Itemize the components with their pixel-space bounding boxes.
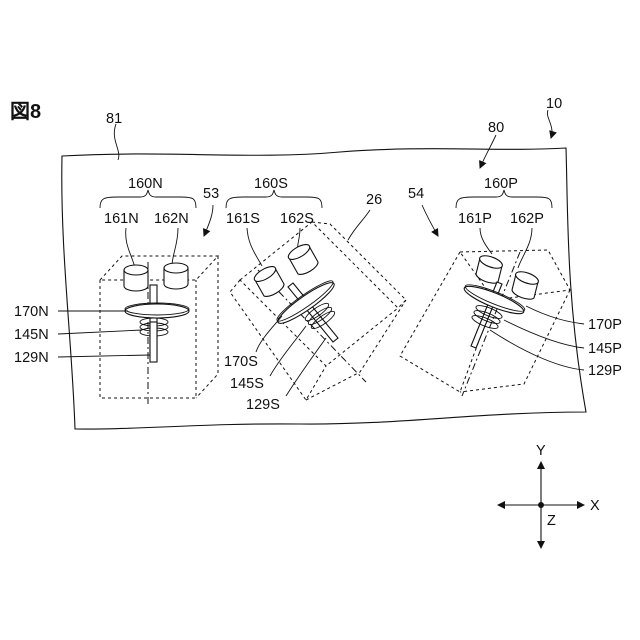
leader-129P [490,330,584,370]
label-161S: 161S [226,211,260,227]
cylinder-162S [286,242,318,275]
label-170P: 170P [588,317,622,333]
label-145P: 145P [588,341,622,357]
label-162P: 162P [510,211,544,227]
actuator-N [125,285,189,362]
label-170S: 170S [224,354,258,370]
leader-129N [58,355,150,357]
leader-162N [172,228,178,266]
leader-161P [480,228,492,254]
box-160S [230,222,406,400]
label-129P: 129P [588,363,622,379]
label-80: 80 [488,120,504,136]
leader-161S [247,228,262,266]
label-160N: 160N [128,176,163,192]
brace-160S [226,190,322,208]
leader-145S [270,326,306,376]
label-162N: 162N [154,211,189,227]
label-161N: 161N [104,211,139,227]
leader-53 [204,205,213,236]
label-160S: 160S [254,176,288,192]
leader-26 [348,210,370,240]
leader-10 [547,110,552,138]
label-129S: 129S [246,397,280,413]
label-81: 81 [106,111,122,127]
leader-129S [286,338,326,396]
label-26: 26 [366,192,382,208]
cylinder-161N [124,265,148,291]
leader-161N [126,228,135,268]
label-170N: 170N [14,304,49,320]
cylinder-161S [252,264,284,297]
axis-indicator: Y X Z [498,443,600,548]
leader-80 [480,135,496,168]
brace-160N [100,190,196,208]
brace-160P [456,190,552,208]
label-54: 54 [408,186,424,202]
label-53: 53 [203,186,219,202]
figure-title: 図8 [10,101,41,123]
label-161P: 161P [458,211,492,227]
label-145S: 145S [230,376,264,392]
leader-162P [518,228,532,268]
label-10: 10 [546,96,562,112]
axis-y-label: Y [536,443,546,459]
leader-145P [504,320,584,348]
label-145N: 145N [14,327,49,343]
cylinder-162N [164,263,188,289]
label-160P: 160P [484,176,518,192]
leader-54 [422,205,438,236]
leader-170P [526,306,584,324]
axis-x-label: X [590,498,600,514]
axis-z-label: Z [547,513,556,529]
label-129N: 129N [14,350,49,366]
label-162S: 162S [280,211,314,227]
cylinder-161P [476,253,504,283]
